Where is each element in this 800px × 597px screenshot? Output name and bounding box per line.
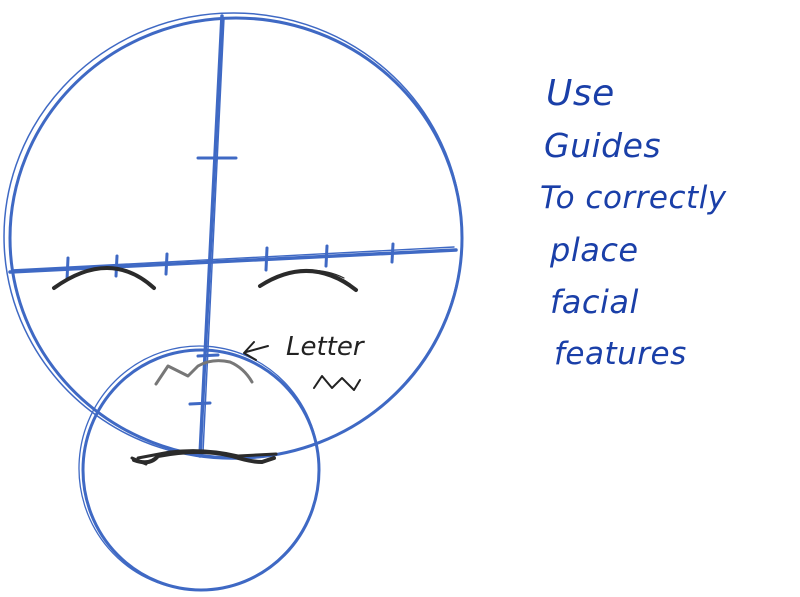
arrow-head: [243, 341, 257, 361]
mouth-line-sketch: [136, 449, 278, 460]
vertical-center-guide: [198, 14, 224, 458]
nose-m-shape: [154, 359, 254, 386]
eye-guide-tick: [65, 256, 70, 282]
letter-label: Letter: [286, 332, 364, 362]
eye-guide-tick: [324, 244, 329, 268]
eye-guide-tick: [390, 242, 395, 264]
vertical-center-guide-sketch: [202, 17, 225, 453]
side-note-line: To correctly: [540, 180, 727, 216]
side-note-line: facial: [550, 283, 639, 321]
left-eye-arc-sketch: [57, 267, 151, 287]
side-note-line: Use: [546, 73, 615, 114]
side-note-line: Guides: [544, 126, 662, 165]
eye-guide-tick: [114, 254, 119, 278]
right-eye-arc-sketch: [269, 269, 345, 280]
horizontal-eye-guide-sketch: [11, 246, 455, 271]
head-guide-circle: [8, 16, 464, 460]
mouth-left-corner: [130, 456, 148, 466]
eye-guide-tick: [264, 246, 269, 272]
right-eye-arc: [258, 268, 358, 292]
side-note-line: place: [550, 231, 639, 269]
center-guide-tick: [188, 401, 212, 406]
center-guide-tick: [196, 353, 220, 358]
horizontal-eye-guide: [8, 248, 458, 274]
eye-guide-tick: [164, 252, 169, 276]
letter-m-sample: [313, 375, 361, 391]
arrow-pointer: [245, 345, 269, 353]
muzzle-guide-circle-sketch: [78, 345, 320, 591]
side-note: Use Guides To correctly place facial fea…: [540, 68, 798, 380]
head-guide-circle-sketch: [3, 12, 463, 460]
side-note-line: features: [554, 336, 687, 372]
left-eye-arc: [52, 266, 156, 290]
